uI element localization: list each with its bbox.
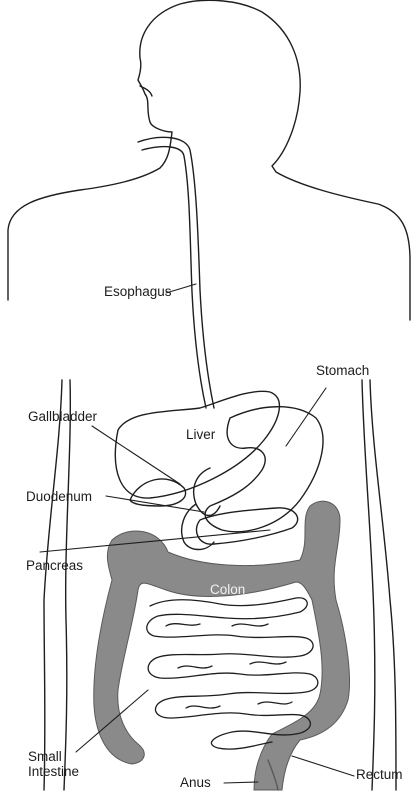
gallbladder-label: Gallbladder [28,410,97,425]
colon-label: Colon [210,583,245,598]
small-intestine-label: Small Intestine [28,750,79,780]
rectum-label: Rectum [356,768,403,783]
anus-leader [224,782,258,783]
liver-label: Liver [186,428,215,443]
body-outline [8,0,410,320]
stomach-label: Stomach [316,364,369,379]
stomach [205,407,323,532]
pancreas [196,508,297,544]
esophagus-inner [142,147,206,408]
right-arm-line-inner [362,380,375,790]
liver [115,391,279,498]
esophagus-outer [138,137,214,408]
duodenum-leader [106,496,204,512]
stomach-leader [286,388,326,446]
small-intestine-label-line2: Intestine [28,765,79,780]
gallbladder-leader [92,426,180,484]
colon [94,501,350,790]
rectum-leader [292,756,354,776]
duodenum-label: Duodenum [26,490,92,505]
pancreas-label: Pancreas [26,559,83,574]
left-arm-line [44,380,62,790]
esophagus-label: Esophagus [104,285,172,300]
left-arm-line-inner [64,380,70,790]
small-intestine-label-line1: Small [28,750,79,765]
anus-label: Anus [180,776,211,791]
